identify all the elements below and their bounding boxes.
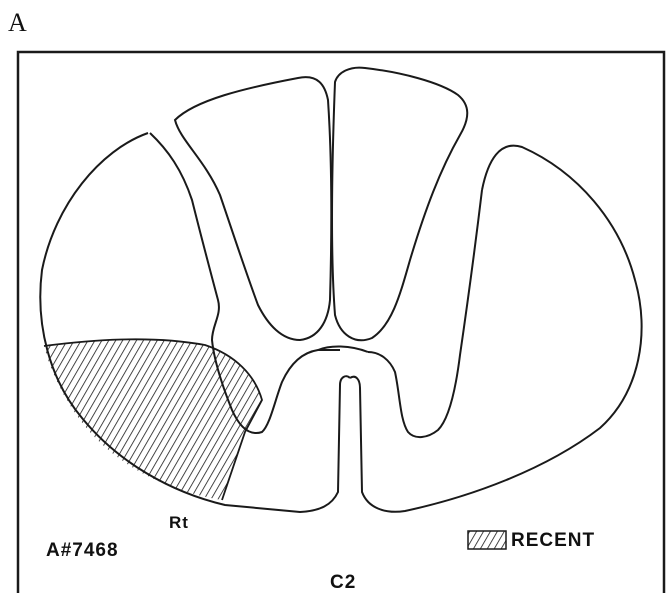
dorsal-column-left (332, 68, 467, 341)
cord-outline-left-side (350, 146, 642, 512)
side-label: Rt (169, 513, 189, 533)
spinal-level-label: C2 (330, 572, 356, 594)
legend-swatch-recent (468, 531, 506, 549)
figure-border (18, 52, 664, 593)
gray-matter-right-horn (368, 190, 482, 437)
legend-label: RECENT (511, 530, 595, 552)
dorsal-column-right (175, 77, 331, 340)
case-id-label: A#7468 (46, 540, 119, 562)
